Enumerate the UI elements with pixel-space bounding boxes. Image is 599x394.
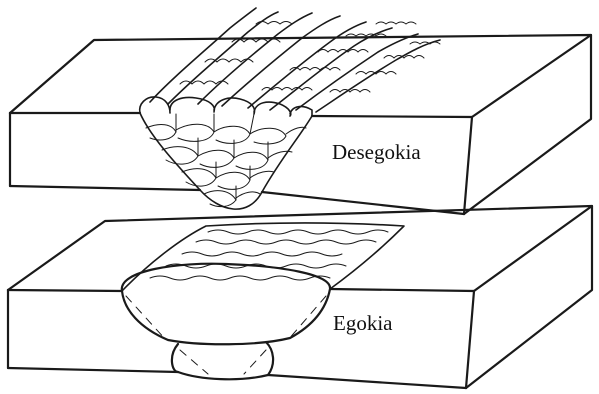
bottom-block: [8, 206, 592, 388]
good-weld-cross-section: [122, 264, 330, 345]
top-block: [10, 35, 591, 214]
bad-weld-cross-section: [140, 97, 170, 113]
bad-weld-label: Desegokia: [332, 142, 421, 163]
top-block-top-face: [10, 35, 591, 117]
good-weld: [122, 223, 404, 379]
good-weld-label: Egokia: [333, 313, 392, 334]
bottom-block-top-face: [8, 206, 592, 291]
